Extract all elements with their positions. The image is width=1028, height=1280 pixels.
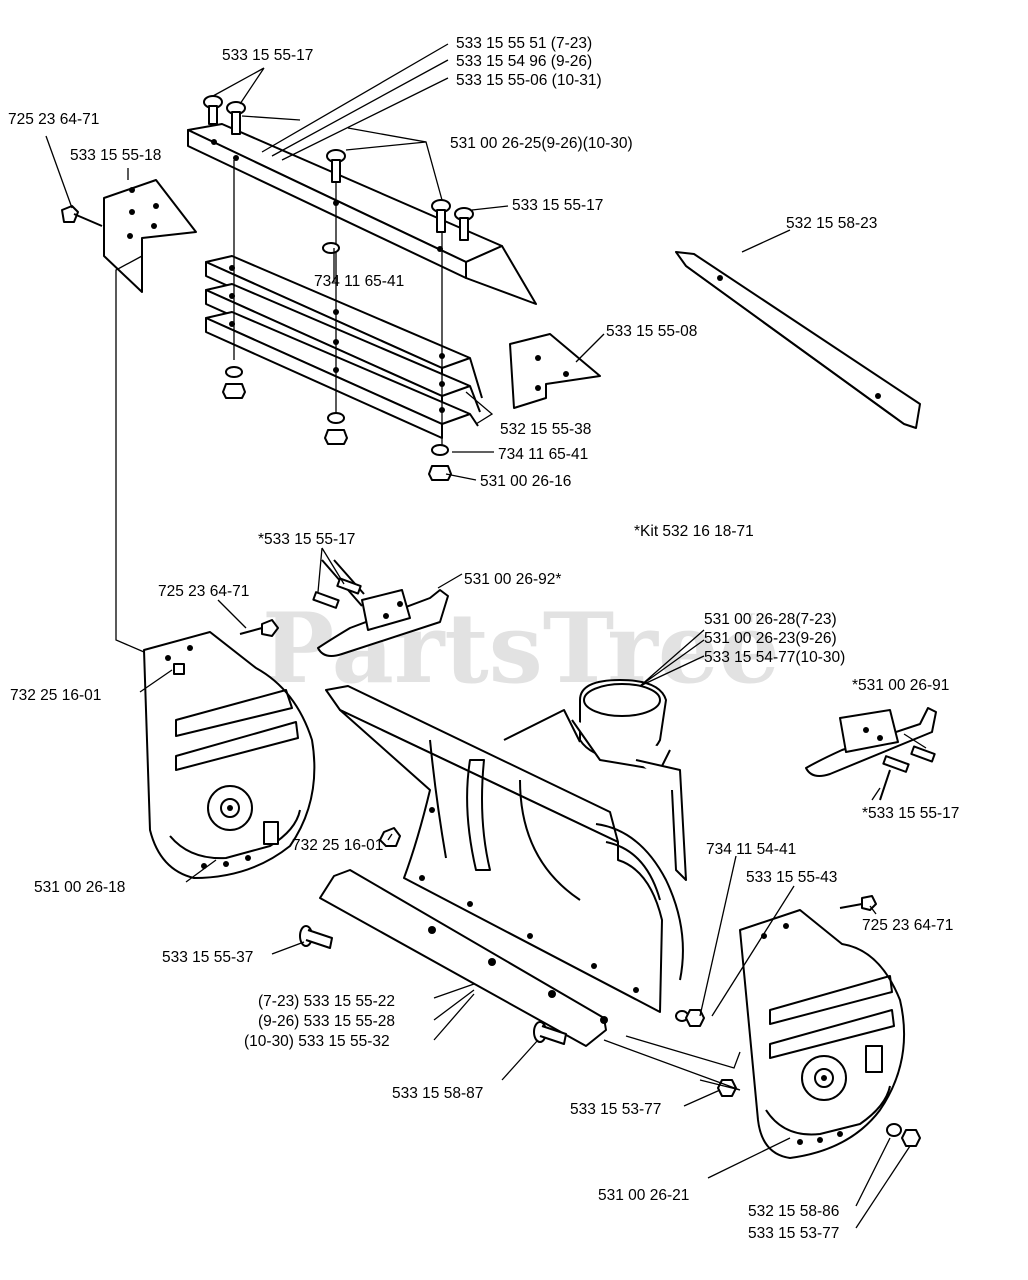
label-532-15-58-23: 532 15 58-23 — [786, 215, 877, 232]
skid-shoe-left — [312, 559, 449, 657]
label-531-00-26-21: 531 00 26-21 — [598, 1187, 689, 1204]
side-plate-right — [739, 909, 906, 1159]
label-725-23-64-71-top: 725 23 64-71 — [8, 111, 99, 128]
label-734-11-65-41: 734 11 65-41 — [498, 446, 588, 463]
label-533-15-58-87: 533 15 58-87 — [392, 1085, 483, 1102]
label-533-15-55-06: 533 15 55-06 (10-31) — [456, 72, 602, 89]
label-533-15-55-08: 533 15 55-08 — [606, 323, 697, 340]
leader-lines — [45, 43, 927, 1229]
label-531-00-26-23: 531 00 26-23(9-26) — [704, 630, 837, 647]
part-labels: 533 15 55-17 533 15 55 51 (7-23) 533 15 … — [8, 35, 959, 1242]
label-734-11-65-41-top: 734 11 65-41 — [314, 273, 404, 290]
side-plate-left — [143, 631, 316, 879]
label-533-15-55-17-kit-left: *533 15 55-17 — [258, 531, 355, 548]
kit-note: *Kit 532 16 18-71 — [634, 523, 754, 540]
label-533-15-55-28: (9-26) 533 15 55-28 — [258, 1013, 395, 1030]
label-532-15-58-86: 532 15 58-86 — [748, 1203, 839, 1220]
label-532-15-55-38: 532 15 55-38 — [500, 421, 591, 438]
label-533-15-55-37: 533 15 55-37 — [162, 949, 253, 966]
label-531-00-26-92: 531 00 26-92* — [464, 571, 561, 588]
label-732-25-16-01-center: 732 25 16-01 — [292, 837, 383, 854]
label-533-15-53-77-mid: 533 15 53-77 — [570, 1101, 661, 1118]
label-531-00-26-28: 531 00 26-28(7-23) — [704, 611, 837, 628]
label-533-15-55-22: (7-23) 533 15 55-22 — [258, 993, 395, 1010]
label-533-15-53-77-bottom: 533 15 53-77 — [748, 1225, 839, 1242]
label-531-00-26-25: 531 00 26-25(9-26)(10-30) — [450, 135, 633, 152]
auger-housing — [319, 679, 687, 1047]
label-734-11-54-41: 734 11 54-41 — [706, 841, 796, 858]
label-725-23-64-71-right: 725 23 64-71 — [862, 917, 953, 934]
label-531-00-26-18: 531 00 26-18 — [34, 879, 125, 896]
label-533-15-54-96: 533 15 54 96 (9-26) — [456, 53, 592, 70]
label-533-15-55-18: 533 15 55-18 — [70, 147, 161, 164]
watermark-tm: TM — [748, 611, 765, 625]
label-533-15-54-77: 533 15 54-77(10-30) — [704, 649, 845, 666]
label-533-15-55-43: 533 15 55-43 — [746, 869, 837, 886]
label-732-25-16-01-left: 732 25 16-01 — [10, 687, 101, 704]
fasteners — [239, 619, 921, 1147]
label-533-15-55-17-top: 533 15 55-17 — [222, 47, 313, 64]
label-533-15-55-51: 533 15 55 51 (7-23) — [456, 35, 592, 52]
label-531-00-26-91: *531 00 26-91 — [852, 677, 949, 694]
label-533-15-55-32: (10-30) 533 15 55-32 — [244, 1033, 390, 1050]
label-531-00-26-16: 531 00 26-16 — [480, 473, 571, 490]
label-533-15-55-17-mid: 533 15 55-17 — [512, 197, 603, 214]
scraper-bar-assembly — [187, 95, 537, 481]
label-725-23-64-71-mid: 725 23 64-71 — [158, 583, 249, 600]
side-bracket-right — [509, 333, 601, 409]
side-bracket-left — [61, 179, 197, 293]
skid-shoe-right — [805, 707, 937, 801]
label-533-15-55-17-kit-right: *533 15 55-17 — [862, 805, 959, 822]
long-strip — [675, 251, 921, 429]
